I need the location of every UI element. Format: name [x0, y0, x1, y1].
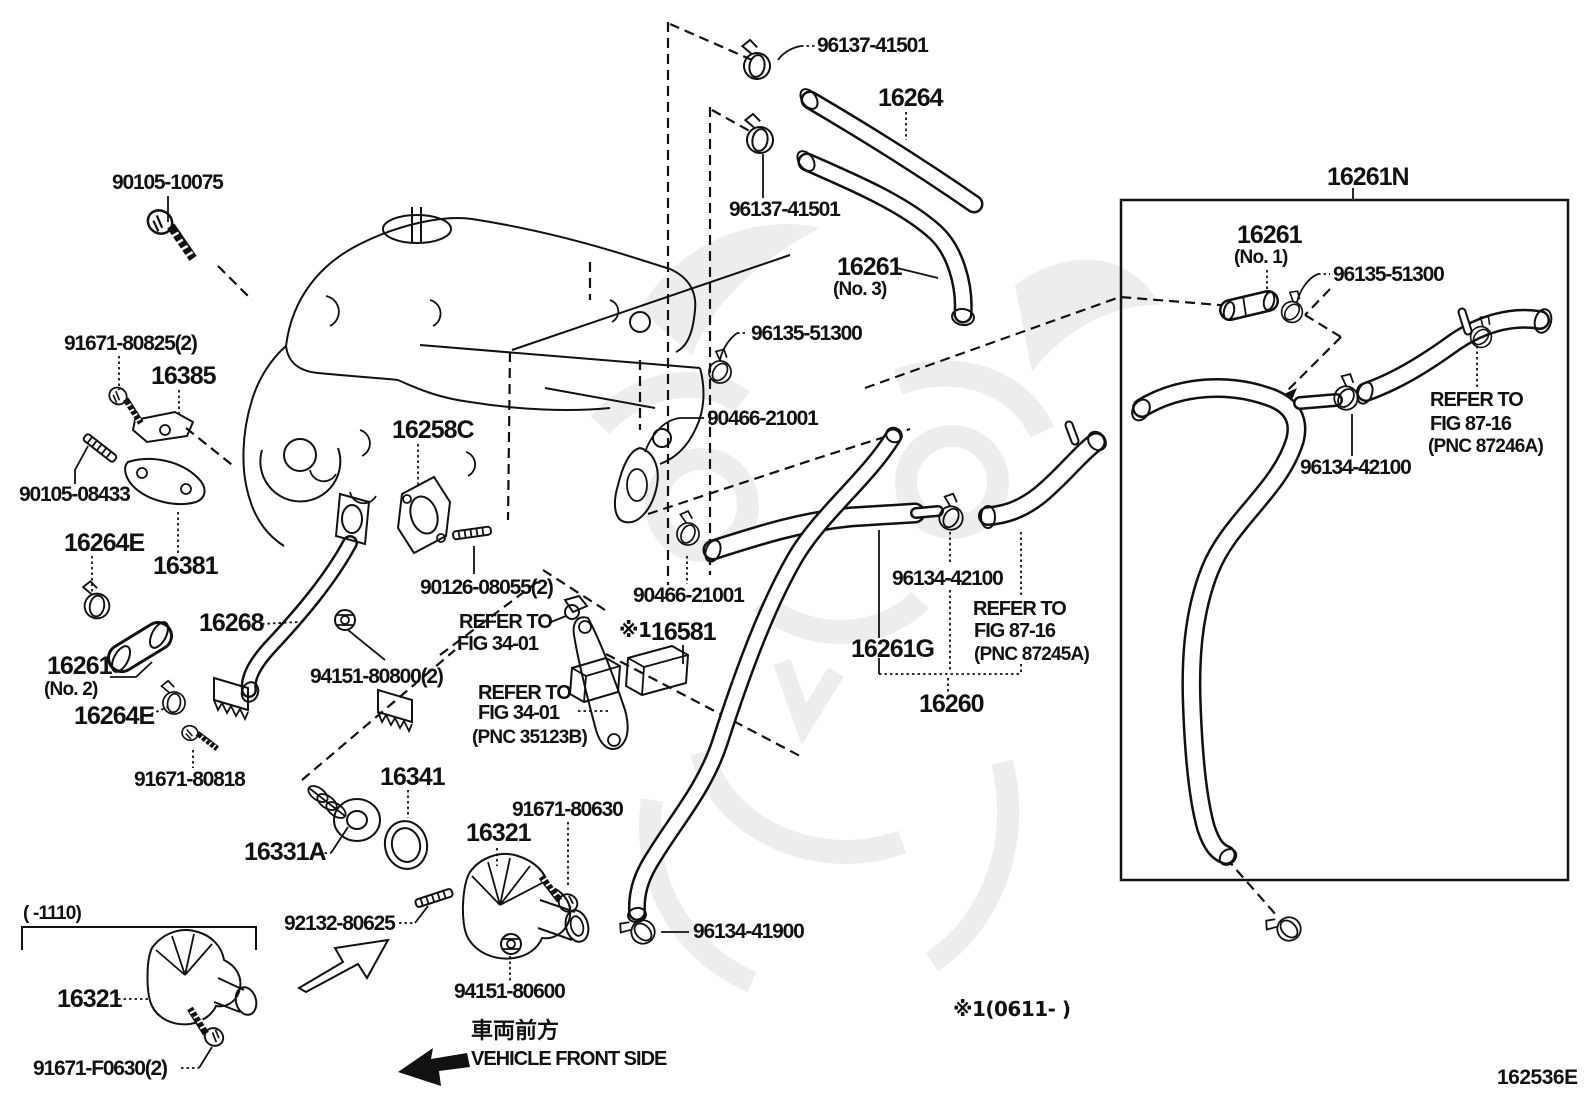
vehicle-front-arrow [398, 1048, 470, 1086]
bolt-icon [180, 724, 221, 750]
part-label-91671-80630: 91671-80630 [512, 798, 623, 821]
part-label-fig-code: 162536E [1497, 1066, 1578, 1089]
part-number-labels: 96137-415011626496137-4150116261N16261(N… [19, 34, 1579, 1089]
hoses [107, 88, 1553, 924]
engine-block-art [242, 207, 791, 547]
part-label-refer-3401b-2: FIG 34-01 [478, 702, 560, 724]
projection-lines [185, 22, 1342, 917]
part-label-note1-mark: ※1 [619, 618, 651, 642]
part-label-96137-41501-a: 96137-41501 [817, 34, 929, 57]
part-label-refer-87245a-1: REFER TO [973, 598, 1066, 620]
bolt-icon [141, 206, 206, 261]
part-label-16261n: 16261N [1327, 163, 1409, 191]
part-label-90466-21001-a: 90466-21001 [707, 407, 819, 430]
part-label-90105-10075: 90105-10075 [112, 171, 224, 194]
part-label-96134-42100-main: 96134-42100 [892, 567, 1003, 590]
part-label-16261-no3-sub: (No. 3) [833, 279, 887, 300]
part-label-refer-3401b-1: REFER TO [478, 682, 571, 704]
part-label-16341: 16341 [380, 763, 446, 791]
part-label-91671-80825: 91671-80825(2) [64, 332, 197, 355]
part-label-90126-08055: 90126-08055(2) [420, 576, 553, 599]
part-label-16264e-b: 16264E [74, 702, 155, 730]
part-label-92132-80625: 92132-80625 [284, 912, 396, 935]
part-label-94151-80600: 94151-80600 [454, 980, 565, 1003]
part-label-96135-51300-box: 96135-51300 [1333, 263, 1444, 286]
part-label-96135-51300-main: 96135-51300 [751, 322, 862, 345]
stud-icon [451, 525, 493, 541]
part-label-96134-41900-main: 96134-41900 [693, 920, 804, 943]
part-label-refer-87246a-3: (PNC 87246A) [1428, 436, 1543, 457]
part-label-16264e-a: 16264E [64, 529, 145, 557]
bolt-icon [180, 1007, 229, 1049]
stud-icon [413, 887, 455, 909]
part-label-16264: 16264 [878, 84, 944, 112]
hose-clamps [77, 35, 1499, 948]
assembly-direction-arrow [297, 938, 390, 994]
part-label-front-jp: 車両前方 [471, 1018, 559, 1044]
part-label-96137-41501-b: 96137-41501 [729, 198, 841, 221]
part-label-16261-no2-sub: (No. 2) [44, 679, 98, 700]
pipe-bracket [377, 689, 413, 732]
bolt-icon [532, 875, 581, 915]
part-label-16268: 16268 [199, 609, 265, 637]
part-label-front-en: VEHICLE FRONT SIDE [471, 1048, 667, 1070]
range-bracket [21, 926, 257, 950]
part-label-refer-87245a-3: (PNC 87245A) [974, 644, 1089, 665]
part-label-16581: 16581 [651, 618, 717, 646]
part-label-16261-no1: 16261 [1237, 221, 1303, 249]
part-label-91671-80818: 91671-80818 [134, 768, 246, 791]
clamp-icon [156, 677, 189, 718]
part-label-96134-42100-box: 96134-42100 [1300, 456, 1411, 479]
part-label-94151-80800: 94151-80800(2) [310, 665, 443, 688]
clamp-icon [739, 109, 777, 158]
inset-box-16261n [1119, 198, 1570, 882]
part-label-note-0611: ※1(0611- ) [953, 997, 1071, 1021]
part-label-16258c: 16258C [392, 416, 475, 444]
part-label-16260: 16260 [919, 690, 984, 718]
part-label-16321-old: 16321 [57, 985, 123, 1013]
part-label-16261-no3: 16261 [837, 253, 903, 281]
part-label-refer-3401a-2: FIG 34-01 [457, 633, 539, 655]
part-label-16261g: 16261G [851, 635, 934, 663]
part-label-16381: 16381 [153, 552, 219, 580]
part-label-16385: 16385 [151, 362, 217, 390]
nut-icon [334, 609, 356, 631]
clamp-icon [1261, 908, 1306, 945]
watermark [590, 224, 1160, 993]
part-label-91671-f0630: 91671-F0630(2) [33, 1057, 167, 1080]
part-label-refer-87246a-1: REFER TO [1430, 389, 1523, 411]
part-label-refer-3401a-1: REFER TO [459, 611, 552, 633]
part-label-16261-no1-sub: (No. 1) [1234, 247, 1288, 268]
clamp-icon [736, 35, 774, 84]
part-label-16261-no2: 16261 [47, 652, 113, 680]
nut-icon [500, 933, 522, 955]
part-label-refer-3401b-3: (PNC 35123B) [472, 727, 587, 748]
part-label-refer-87245a-2: FIG 87-16 [974, 620, 1056, 642]
clamp-icon [77, 577, 114, 623]
leader-lines [74, 45, 1478, 1069]
clamp-icon [1278, 287, 1309, 326]
small-parts [124, 410, 690, 1026]
part-label-range-1110: ( -1110) [23, 903, 82, 924]
part-label-90466-21001-b: 90466-21001 [633, 584, 745, 607]
part-label-16331a: 16331A [244, 838, 327, 866]
part-label-refer-87246a-2: FIG 87-16 [1430, 413, 1512, 435]
part-label-90105-08433: 90105-08433 [19, 483, 130, 506]
part-label-16321-main: 16321 [466, 819, 532, 847]
